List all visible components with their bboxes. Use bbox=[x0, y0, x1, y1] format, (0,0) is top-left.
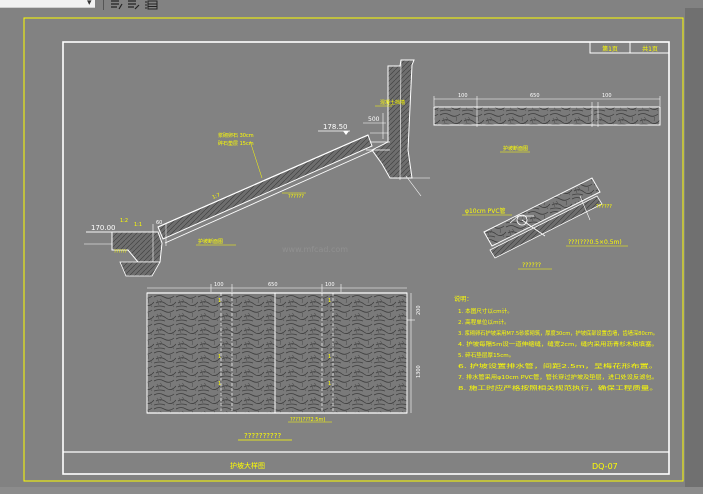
elevation-bottom: 170.00 bbox=[91, 224, 116, 232]
notes-block: 说明： 1. 本图尺寸以cm计。 2. 高程单位以m计。 3. 浆砌卵石护坡采用… bbox=[454, 295, 658, 392]
note-line: 8. 施工时应严格按照相关规范执行，确保工程质量。 bbox=[458, 384, 658, 392]
toe-mid-label: 1:1 bbox=[134, 222, 142, 228]
svg-text:1: 1 bbox=[218, 354, 221, 360]
strip-dim-650: 650 bbox=[530, 93, 540, 99]
elevation-top: 178.50 bbox=[323, 123, 348, 131]
toe-wall bbox=[111, 231, 163, 263]
dim-60: 60 bbox=[156, 220, 162, 226]
drain-pipe-detail: φ10cm PVC管 ?????? ???(???0.5×0.5m) ?????… bbox=[462, 177, 628, 270]
plan-dim-100-left: 100 bbox=[214, 282, 224, 288]
cad-drawing-canvas[interactable]: 第1页 共1页 护坡大样图 DQ-07 178.50 500 bbox=[0, 0, 686, 487]
thickness-label-bottom: 碎石垫层 15cm bbox=[218, 140, 254, 147]
section-title-label: 护坡断面图 bbox=[198, 238, 223, 245]
layer-properties-icon[interactable] bbox=[127, 0, 140, 10]
title-cell-1: 第1页 bbox=[602, 45, 618, 53]
slope-cross-section: 178.50 500 170.00 60 混凝土挡墙 浆砌卵石 30cm 碎石垫… bbox=[84, 59, 430, 277]
plan-dim-1300: 1300 bbox=[416, 365, 422, 378]
plan-spacing-note: ????(???2.5m) bbox=[290, 417, 325, 423]
title-block-bottom: 护坡大样图 DQ-07 bbox=[63, 451, 669, 471]
plan-view: 1 1 1 1 1 1 100 650 100 200 1300 ????(??… bbox=[146, 282, 422, 441]
detail-note: ?????? bbox=[596, 204, 612, 210]
svg-text:1: 1 bbox=[218, 381, 221, 387]
properties-icon[interactable] bbox=[110, 0, 123, 10]
dim-500: 500 bbox=[368, 116, 380, 123]
svg-text:1: 1 bbox=[218, 298, 221, 304]
top-plan-strip: 100 650 100 护坡断面图 bbox=[433, 93, 661, 153]
plan-dim-100-right: 100 bbox=[325, 282, 335, 288]
wall-label: 混凝土挡墙 bbox=[380, 99, 405, 106]
title-block-top: 第1页 共1页 bbox=[589, 41, 670, 54]
note-line: 4. 护坡每隔5m设一道伸缩缝，缝宽2cm，缝内采用沥青杉木板填塞。 bbox=[458, 340, 658, 348]
layer-dropdown[interactable]: ▾ bbox=[0, 0, 95, 8]
note-line: 6. 护坡设置排水管，间距2.5m，呈梅花形布置。 bbox=[458, 362, 658, 370]
sheet-outer-border bbox=[23, 17, 684, 482]
slope-ratio-label: 1:7 bbox=[211, 192, 221, 201]
right-scrollbar[interactable] bbox=[685, 8, 703, 494]
strip-title: 护坡断面图 bbox=[503, 145, 528, 152]
toe-note: ?????? bbox=[114, 249, 127, 254]
drawing-frame bbox=[62, 41, 670, 475]
svg-text:1: 1 bbox=[328, 298, 331, 304]
svg-text:1: 1 bbox=[328, 354, 331, 360]
table-icon[interactable] bbox=[144, 0, 158, 10]
note-line: 7. 排水管采用φ10cm PVC管，管长穿过护坡及垫层，进口处设反滤包。 bbox=[458, 373, 658, 381]
notes-heading: 说明： bbox=[454, 295, 473, 303]
plan-title: ?????????? bbox=[244, 432, 281, 440]
toe-label: 1:2 bbox=[120, 218, 128, 224]
section-note-1: ?????? bbox=[288, 194, 304, 200]
dropdown-arrow-icon[interactable]: ▾ bbox=[87, 0, 92, 8]
svg-text:1: 1 bbox=[328, 381, 331, 387]
note-line: 1. 本图尺寸以cm计。 bbox=[458, 307, 513, 315]
thickness-label-top: 浆砌卵石 30cm bbox=[218, 132, 254, 139]
title-cell-2: 共1页 bbox=[642, 45, 658, 53]
detail-title: ?????? bbox=[522, 262, 541, 269]
note-line: 3. 浆砌卵石护坡采用M7.5砂浆砌筑，厚度30cm，护坡底部设置齿墙，齿墙深8… bbox=[458, 329, 658, 337]
slope-lining bbox=[157, 134, 373, 240]
bottom-strip bbox=[0, 487, 703, 494]
strip-dim-100-b: 100 bbox=[602, 93, 612, 99]
drawing-number: DQ-07 bbox=[592, 462, 618, 471]
watermark: www.mfcad.com bbox=[282, 245, 348, 254]
toolbar-separator bbox=[103, 0, 104, 10]
note-line: 2. 高程单位以m计。 bbox=[458, 318, 510, 326]
strip-dim-100: 100 bbox=[458, 93, 468, 99]
pipe-spacing-label: ???(???0.5×0.5m) bbox=[568, 239, 622, 246]
plan-dim-200: 200 bbox=[416, 305, 422, 315]
plan-dim-650: 650 bbox=[268, 282, 278, 288]
sheet-title: 护坡大样图 bbox=[230, 461, 265, 470]
pipe-label: φ10cm PVC管 bbox=[465, 207, 506, 215]
cad-toolbar: ▾ bbox=[0, 0, 703, 16]
note-line: 5. 碎石垫层厚15cm。 bbox=[458, 351, 514, 359]
